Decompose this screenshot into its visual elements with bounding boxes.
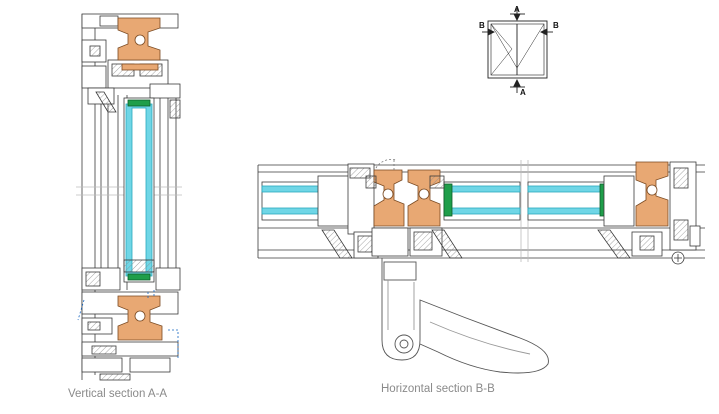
vertical-section [76,13,182,381]
horizontal-glass-right [527,181,609,221]
vertical-section-caption: Vertical section A-A [68,388,168,400]
horizontal-right-frame [597,161,701,265]
horizontal-glass-middle [443,181,521,221]
vertical-glass-pane [123,97,155,283]
key-plan-label-a-bottom: A [520,88,526,97]
vertical-bottom-profile [77,267,181,381]
door-handle-icon [381,258,549,374]
horizontal-section-caption: Horizontal section B-B [381,383,495,395]
key-plan-label-b-left: B [479,21,485,30]
horizontal-left-frame [317,163,379,259]
key-plan-label-a-top: A [514,5,520,14]
key-plan-label-b-right: B [553,21,559,30]
window-key-plan-icon: A A B B [479,5,559,97]
vertical-top-profile [81,13,181,119]
horizontal-section [257,159,705,374]
horizontal-center-stiles [365,159,463,259]
